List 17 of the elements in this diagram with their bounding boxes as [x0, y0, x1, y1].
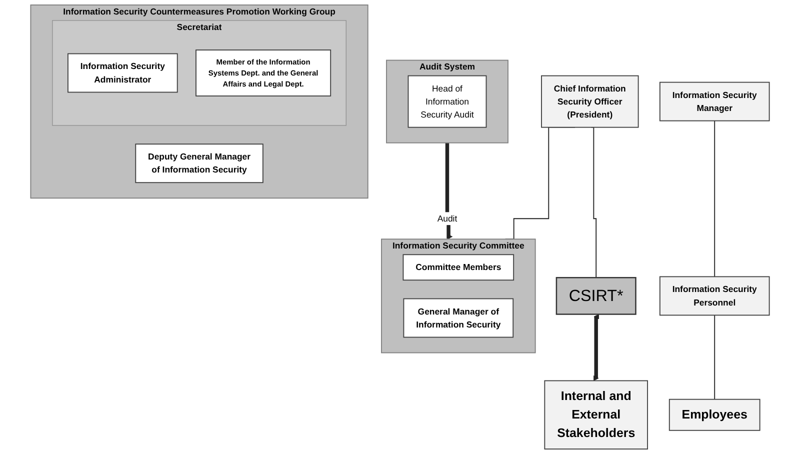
connector	[714, 120, 716, 278]
edge-label: Audit	[437, 213, 458, 224]
node-box: Chief Information Security Officer (President)	[541, 75, 639, 128]
node-box: General Manager of Information Security	[403, 298, 514, 338]
arrow	[445, 140, 453, 240]
node-box: Deputy General Manager of Information Security	[135, 144, 264, 184]
node-box: Internal and External Stakeholders	[544, 380, 648, 450]
node-box: Information Security Administrator	[68, 53, 178, 93]
node-box: Information Security Manager	[659, 82, 770, 122]
arrow	[593, 314, 599, 381]
connector	[714, 314, 716, 400]
node-box: Committee Members	[402, 254, 514, 281]
node-box: Employees	[668, 398, 760, 431]
connector	[590, 126, 597, 278]
node-box: Information Security Personnel	[659, 276, 770, 316]
node-box: CSIRT*	[556, 277, 636, 315]
node-box: Head of Information Security Audit	[408, 75, 487, 128]
